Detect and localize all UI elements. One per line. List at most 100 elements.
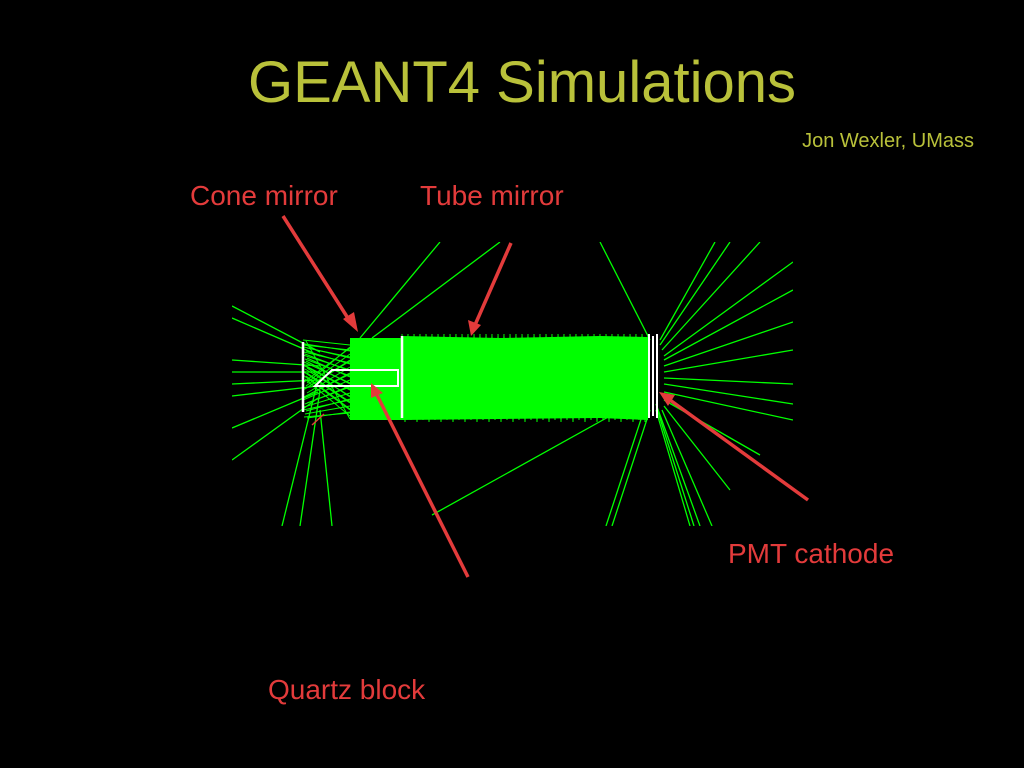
- tube-reflection-line: [539, 335, 547, 421]
- photon-track-line: [305, 398, 351, 412]
- cone-mirror-region: [350, 338, 402, 420]
- photon-track-line: [232, 317, 321, 357]
- photon-track-line: [663, 377, 793, 385]
- photon-track-line: [659, 242, 716, 341]
- tube-reflection-line: [449, 333, 457, 423]
- tube-reflection-line: [491, 335, 499, 421]
- tube-reflection-line: [635, 335, 643, 421]
- photon-track-line: [303, 351, 351, 364]
- annotation-arrows: [281, 215, 810, 578]
- slide-title: GEANT4 Simulations: [248, 50, 796, 115]
- photon-track-line: [302, 379, 351, 401]
- author-credit: Jon Wexler, UMass: [802, 130, 974, 152]
- photon-track-line: [302, 344, 351, 351]
- photon-track-line: [655, 409, 691, 526]
- photon-track-line: [319, 409, 333, 526]
- tube-reflection-line: [455, 335, 463, 421]
- photon-track-line: [661, 409, 713, 526]
- photon-track-line: [302, 354, 351, 371]
- tube-reflection-line: [503, 335, 511, 421]
- photon-track-line: [303, 361, 351, 384]
- photon-track-line: [663, 349, 793, 373]
- tube-reflection-line: [419, 335, 427, 421]
- tube-reflection-line: [629, 333, 637, 423]
- photon-track-line: [299, 389, 321, 526]
- label-cone-mirror: Cone mirror: [190, 180, 338, 211]
- photon-track-line: [359, 242, 441, 339]
- tube-reflection-line: [599, 335, 607, 421]
- arrow-quartz-block: [371, 383, 470, 578]
- photon-track-line: [304, 405, 351, 415]
- arrow-tube-mirror: [468, 242, 513, 336]
- photon-track-line: [304, 378, 351, 417]
- photon-track-line: [663, 405, 731, 491]
- photon-track-line: [305, 353, 351, 387]
- photon-track-line: [371, 242, 501, 339]
- tube-reflection-line: [533, 333, 541, 423]
- tube-reflection-line: [641, 333, 649, 423]
- tube-reflection-line: [581, 333, 589, 423]
- photon-track-line: [663, 261, 793, 357]
- tube-reflection-line: [611, 335, 619, 421]
- tube-reflection-line: [509, 333, 517, 423]
- tube-reflection-line: [431, 335, 439, 421]
- track-stub: [311, 413, 325, 426]
- tube-reflection-line: [587, 335, 595, 421]
- tube-reflection-line: [485, 333, 493, 423]
- tube-reflection-line: [545, 333, 553, 423]
- photon-track-line: [304, 385, 351, 405]
- tube-mirror-region: [402, 336, 648, 420]
- photon-track-line: [304, 358, 351, 377]
- tube-reflection-line: [407, 335, 415, 421]
- detector-outline: [301, 334, 658, 418]
- photon-track-line: [304, 368, 351, 397]
- tube-reflection-line: [569, 333, 577, 423]
- tube-reflection-line: [623, 335, 631, 421]
- photon-track-line: [663, 391, 793, 421]
- tube-reflection-line: [527, 335, 535, 421]
- tube-reflection-line: [521, 333, 529, 423]
- tube-reflection-line: [425, 333, 433, 423]
- photon-track-line: [659, 242, 731, 346]
- photon-track-line: [303, 392, 351, 408]
- arrow-pmt-cathode: [659, 392, 810, 502]
- photon-track-line: [303, 371, 351, 404]
- photon-track-line: [655, 403, 701, 526]
- photon-track-line: [305, 375, 351, 410]
- tube-reflection-line: [563, 335, 571, 421]
- tube-reflection-line: [443, 335, 451, 421]
- photon-track-line: [605, 403, 647, 526]
- tube-reflection-line: [437, 333, 445, 423]
- tube-reflection-line: [515, 335, 523, 421]
- photon-track-line: [232, 359, 321, 367]
- arrow-cone-mirror: [281, 215, 358, 332]
- tube-reflection-line: [467, 335, 475, 421]
- pmt-cathode-window: [648, 334, 658, 418]
- photon-track-line: [302, 339, 351, 346]
- photon-track-line: [306, 346, 351, 384]
- photon-track-line: [663, 289, 793, 361]
- tube-texture: [401, 333, 649, 423]
- photon-track-line: [306, 372, 351, 403]
- label-quartz-block: Quartz block: [268, 674, 426, 705]
- photon-track-line: [281, 379, 319, 526]
- tube-reflection-line: [617, 333, 625, 423]
- label-tube-mirror: Tube mirror: [420, 180, 564, 211]
- photon-track-line: [663, 383, 793, 405]
- tube-reflection-line: [575, 335, 583, 421]
- tube-reflection-line: [497, 333, 505, 423]
- tube-reflection-line: [557, 333, 565, 423]
- label-pmt-cathode: PMT cathode: [728, 538, 895, 569]
- photon-track-line: [232, 385, 319, 397]
- photon-track-line: [599, 242, 651, 341]
- tube-reflection-line: [605, 333, 613, 423]
- quartz-block-outline: [312, 369, 399, 387]
- photon-track-line: [611, 409, 651, 526]
- photon-track-line: [232, 397, 319, 461]
- tube-reflection-line: [461, 333, 469, 423]
- tube-reflection-line: [551, 335, 559, 421]
- photon-track-line: [661, 242, 761, 351]
- tube-reflection-line: [593, 333, 601, 423]
- tube-reflection-line: [473, 333, 481, 423]
